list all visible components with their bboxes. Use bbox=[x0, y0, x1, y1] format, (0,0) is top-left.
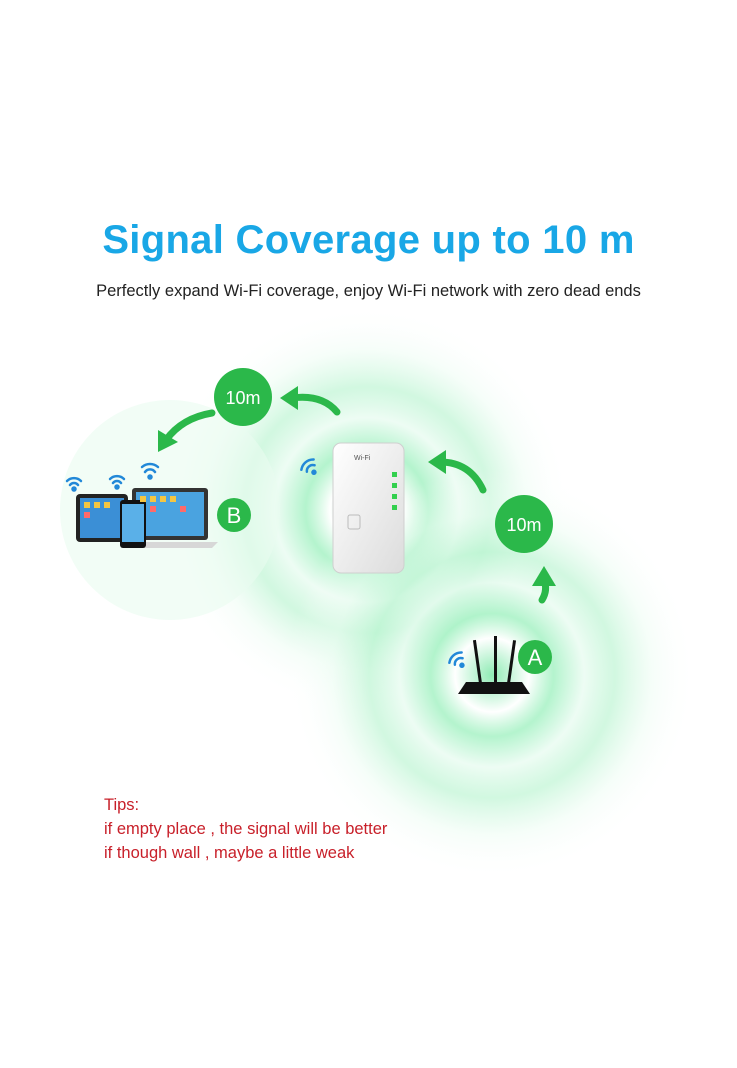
tips-block: Tips: if empty place , the signal will b… bbox=[104, 793, 387, 865]
point-a-badge: A bbox=[518, 640, 552, 674]
distance-badge-right: 10m bbox=[495, 495, 553, 553]
point-b-badge: B bbox=[217, 498, 251, 532]
tips-line-1: if empty place , the signal will be bett… bbox=[104, 820, 388, 838]
distance-label-top: 10m bbox=[225, 388, 260, 408]
headline: Signal Coverage up to 10 m bbox=[102, 218, 635, 262]
wifi-icon bbox=[65, 458, 465, 669]
arrow-heads bbox=[158, 386, 556, 586]
tips-heading: Tips: bbox=[104, 796, 140, 814]
distance-badge-top: 10m bbox=[214, 368, 272, 426]
point-a-label: A bbox=[528, 645, 543, 670]
subheadline: Perfectly expand Wi-Fi coverage, enjoy W… bbox=[96, 282, 641, 300]
wifi-repeater-illustration: Wi-Fi bbox=[332, 442, 405, 574]
tips-line-2: if though wall , maybe a little weak bbox=[104, 844, 355, 862]
distance-label-right: 10m bbox=[506, 515, 541, 535]
repeater-brand-label: Wi-Fi bbox=[354, 455, 371, 462]
client-devices-illustration bbox=[76, 488, 218, 548]
point-b-label: B bbox=[227, 503, 242, 528]
wifi-router-illustration bbox=[458, 636, 530, 694]
